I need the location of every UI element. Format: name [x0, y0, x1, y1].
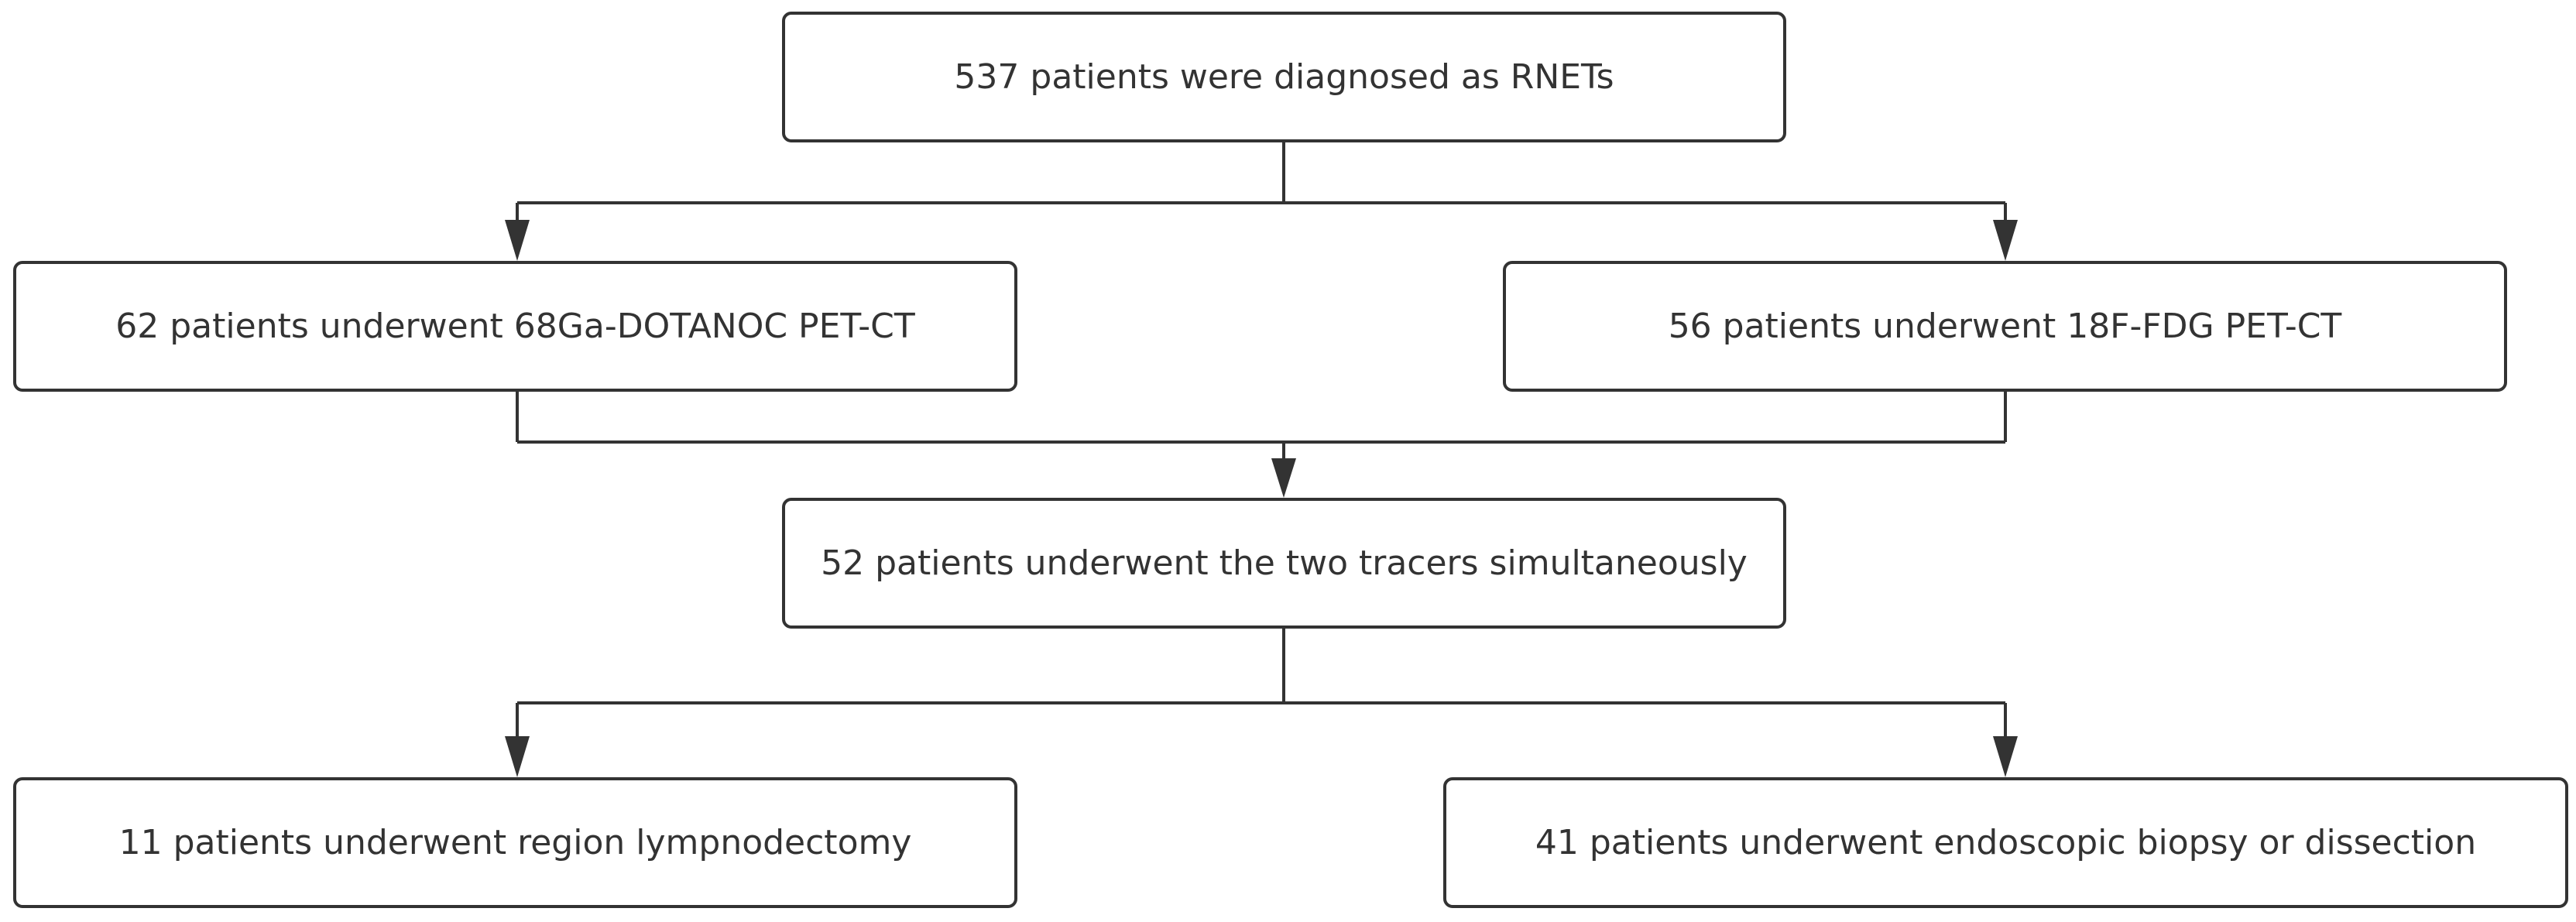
connector-n4-to-n5-and-n6 — [516, 629, 2007, 738]
arrowhead-to-n5 — [505, 736, 530, 777]
arrowhead-to-n3 — [1993, 220, 2018, 261]
node-endoscopic-biopsy: 41 patients underwent endoscopic biopsy … — [1443, 777, 2568, 908]
arrowhead-to-n2 — [505, 220, 530, 261]
node-18f-fdg-pet-ct: 56 patients underwent 18F-FDG PET-CT — [1503, 261, 2507, 392]
node-68ga-dotanoc-pet-ct-label: 62 patients underwent 68Ga-DOTANOC PET-C… — [115, 306, 915, 346]
node-two-tracers-label: 52 patients underwent the two tracers si… — [821, 543, 1748, 583]
node-68ga-dotanoc-pet-ct: 62 patients underwent 68Ga-DOTANOC PET-C… — [13, 261, 1017, 392]
node-diagnosed-rnets-label: 537 patients were diagnosed as RNETs — [954, 57, 1614, 97]
node-endoscopic-biopsy-label: 41 patients underwent endoscopic biopsy … — [1535, 822, 2477, 862]
arrowhead-to-n6 — [1993, 736, 2018, 777]
node-two-tracers: 52 patients underwent the two tracers si… — [782, 498, 1786, 629]
connector-n2-and-n3-to-n4 — [516, 392, 2007, 460]
node-region-lympnodectomy: 11 patients underwent region lympnodecto… — [13, 777, 1017, 908]
connector-n1-to-n2-and-n3 — [516, 142, 2007, 221]
node-diagnosed-rnets: 537 patients were diagnosed as RNETs — [782, 12, 1786, 142]
arrowhead-to-n4 — [1271, 458, 1296, 498]
node-18f-fdg-pet-ct-label: 56 patients underwent 18F-FDG PET-CT — [1668, 306, 2342, 346]
node-region-lympnodectomy-label: 11 patients underwent region lympnodecto… — [118, 822, 912, 862]
